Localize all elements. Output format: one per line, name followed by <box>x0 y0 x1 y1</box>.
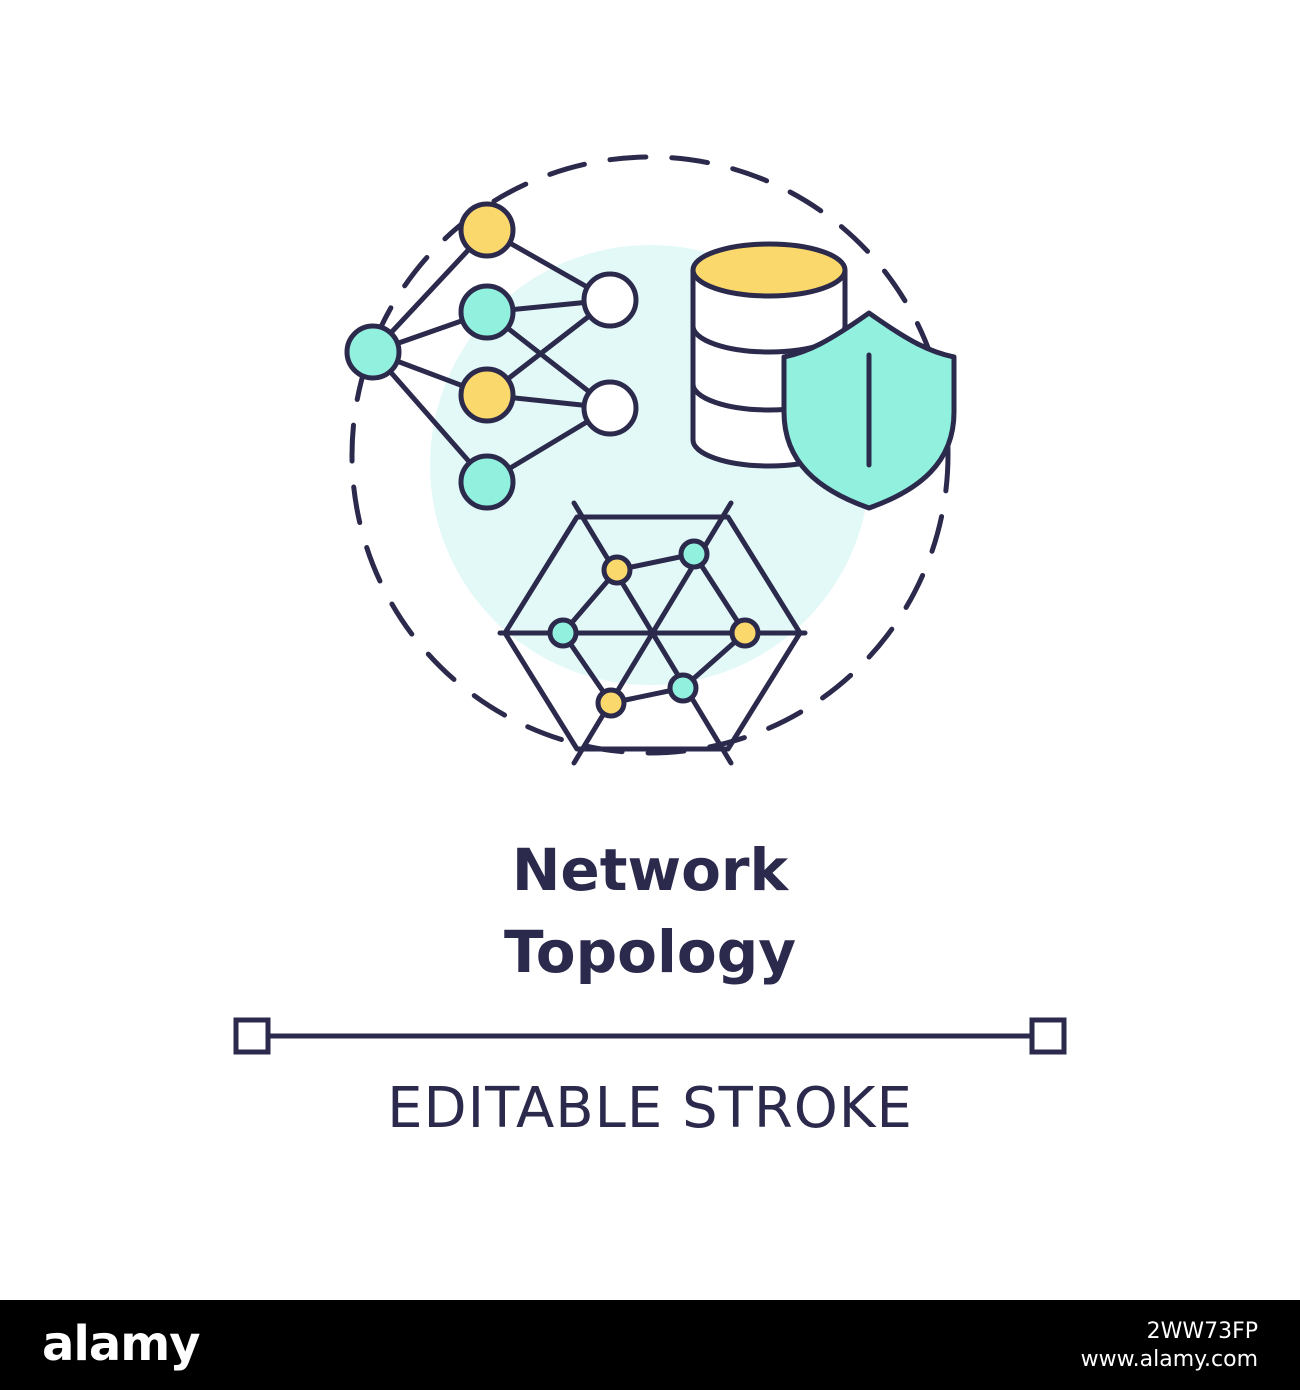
editable-stroke-divider <box>233 1017 1067 1055</box>
footer-url: www.alamy.com <box>1080 1347 1258 1372</box>
network-topology-illustration <box>233 154 1067 1055</box>
image-id: 2WW73FP <box>1146 1319 1258 1344</box>
footer-bar <box>0 1300 1300 1390</box>
footer-info: 2WW73FP www.alamy.com <box>1081 1318 1258 1374</box>
neural-network-icon <box>344 201 639 511</box>
alamy-logo: alamy <box>42 1316 201 1372</box>
title-line-2: Topology <box>503 918 797 986</box>
title-line-1: Network <box>511 836 789 904</box>
mesh-topology-icon <box>497 500 808 766</box>
editable-stroke-caption: EDITABLE STROKE <box>387 1076 913 1141</box>
shield-icon <box>781 310 957 511</box>
dashed-ring <box>349 154 951 756</box>
